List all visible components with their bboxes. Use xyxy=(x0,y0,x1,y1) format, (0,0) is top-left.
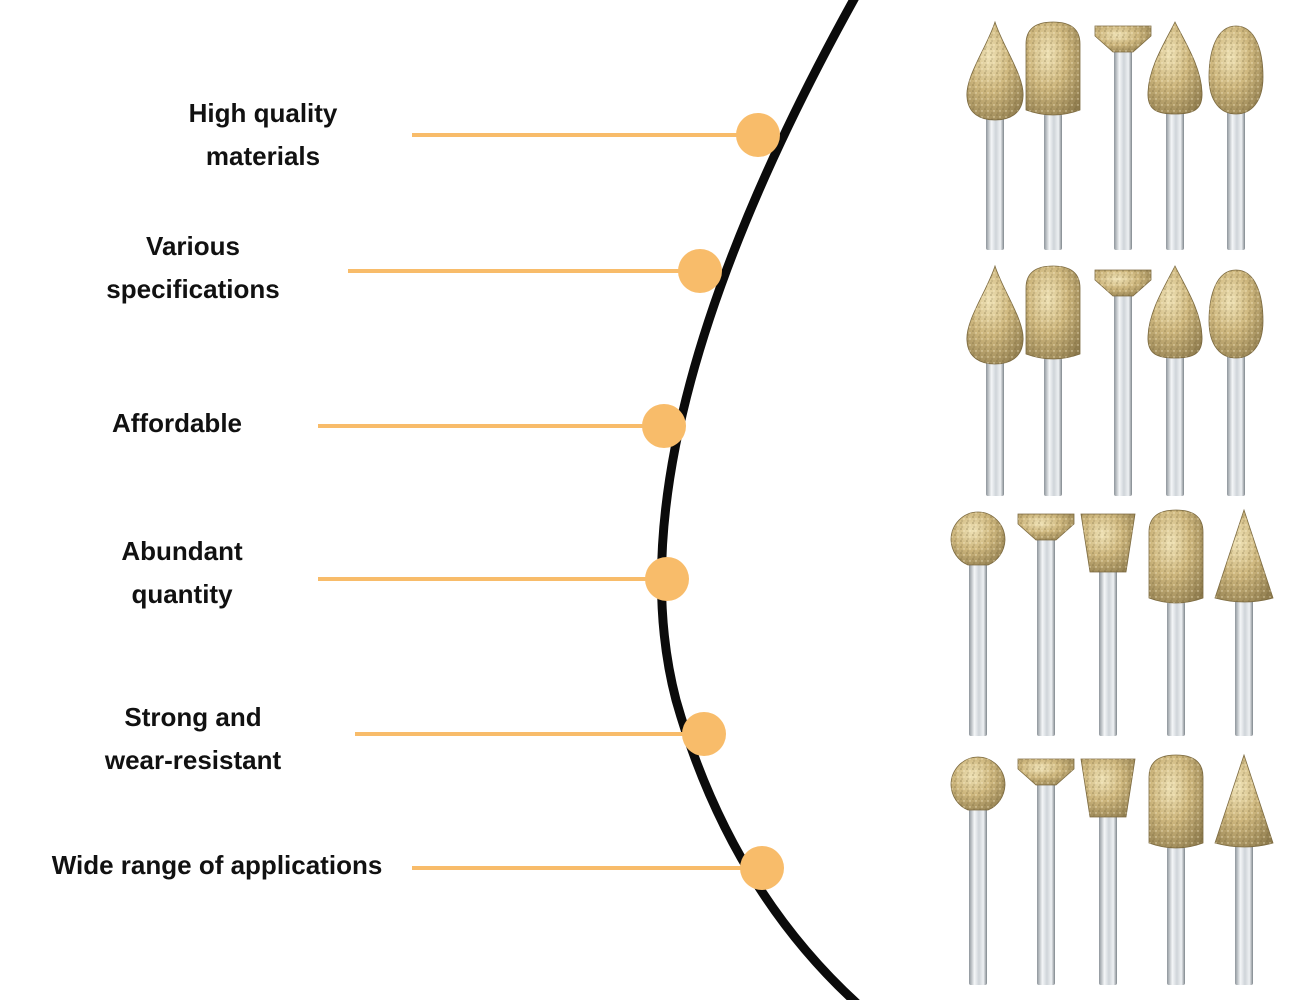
feature-label-line: High quality xyxy=(188,98,338,128)
burr-head-texture xyxy=(1209,270,1263,358)
connector-dot xyxy=(740,846,784,890)
feature-label: Abundant quantity xyxy=(0,530,402,616)
burr-shank xyxy=(1044,358,1062,496)
burr-bit-taper xyxy=(1080,758,1136,985)
connector-dot xyxy=(642,404,686,448)
connector-dot xyxy=(678,249,722,293)
burr-bit-taper xyxy=(1080,513,1136,736)
burr-shank xyxy=(1037,781,1055,985)
burr-shank xyxy=(1235,845,1253,985)
burr-bit-flame xyxy=(1147,265,1203,496)
burr-head-texture xyxy=(1081,514,1135,572)
burr-bit-egg xyxy=(1208,269,1264,496)
burr-shank xyxy=(1227,354,1245,496)
burr-bit-cylinder xyxy=(1148,754,1204,985)
divider-arc xyxy=(656,0,860,1000)
burr-shank xyxy=(1114,292,1132,496)
burr-head-texture xyxy=(1026,22,1080,115)
burr-shank xyxy=(1166,354,1184,496)
feature-connector xyxy=(348,249,722,293)
burr-head-texture xyxy=(1095,26,1151,52)
burr-head-texture xyxy=(1018,759,1074,785)
burr-shank xyxy=(1167,602,1185,736)
burr-head-texture xyxy=(966,266,1024,364)
feature-label-line: Various xyxy=(146,231,240,261)
burr-bit-flame xyxy=(1147,21,1203,250)
feature-connector xyxy=(318,557,689,601)
feature-connector xyxy=(412,846,784,890)
product-image xyxy=(950,20,1274,985)
burr-bit-teardrop xyxy=(966,264,1024,496)
burr-shank xyxy=(1227,110,1245,250)
feature-label-line: wear-resistant xyxy=(104,745,282,775)
burr-shank xyxy=(1099,813,1117,985)
burr-bit-cylinder xyxy=(1148,509,1204,736)
burr-bit-cylinder xyxy=(1025,265,1081,496)
burr-shank xyxy=(1099,568,1117,736)
burr-head-texture xyxy=(1081,759,1135,817)
burr-shank xyxy=(969,561,987,736)
burr-head-texture xyxy=(1215,510,1273,602)
burr-head-texture xyxy=(1026,266,1080,359)
burr-bit-inverted-cone xyxy=(1017,758,1075,985)
burr-bit-ball xyxy=(950,511,1006,736)
feature-connector xyxy=(412,113,780,157)
burr-bit-cone xyxy=(1214,753,1274,985)
burr-shank xyxy=(1037,536,1055,736)
feature-label-line: Wide range of applications xyxy=(51,850,383,880)
burr-shank xyxy=(1235,600,1253,736)
burr-head-texture xyxy=(1209,26,1263,114)
feature-connector xyxy=(318,404,686,448)
feature-label-line: materials xyxy=(205,141,321,171)
burr-shank xyxy=(1166,110,1184,250)
feature-label: Wide range of applications xyxy=(0,844,437,887)
feature-label-line: quantity xyxy=(131,579,233,609)
burr-head-texture xyxy=(1147,266,1203,358)
burr-bit-cylinder xyxy=(1025,21,1081,250)
burr-shank xyxy=(1044,114,1062,250)
feature-label: Strong and wear-resistant xyxy=(0,696,413,782)
burr-shank xyxy=(1167,847,1185,985)
feature-connector xyxy=(355,712,726,756)
connector-dot xyxy=(682,712,726,756)
burr-head-texture xyxy=(966,22,1024,120)
burr-head-texture xyxy=(951,512,1005,565)
connector-dot xyxy=(645,557,689,601)
feature-label-line: Affordable xyxy=(112,408,242,438)
burr-bit-inverted-cone xyxy=(1017,513,1075,736)
burr-bit-inverted-cone xyxy=(1094,269,1152,496)
feature-label-line: Strong and xyxy=(124,702,262,732)
burr-head-texture xyxy=(1095,270,1151,296)
burr-head-texture xyxy=(1018,514,1074,540)
burr-shank xyxy=(1114,48,1132,250)
burr-head-texture xyxy=(1147,22,1203,114)
burr-shank xyxy=(986,116,1004,250)
burr-bit-teardrop xyxy=(966,20,1024,250)
feature-label: High quality materials xyxy=(43,92,483,178)
feature-label-line: Abundant xyxy=(121,536,243,566)
burr-bit-egg xyxy=(1208,25,1264,250)
connector-dot xyxy=(736,113,780,157)
burr-head-texture xyxy=(951,757,1005,810)
burr-bit-cone xyxy=(1214,508,1274,736)
burr-shank xyxy=(986,360,1004,496)
feature-label: Various specifications xyxy=(0,225,413,311)
burr-bit-inverted-cone xyxy=(1094,25,1152,250)
burr-bit-ball xyxy=(950,756,1006,985)
burr-head-texture xyxy=(1215,755,1273,847)
burr-head-texture xyxy=(1149,755,1203,848)
burr-shank xyxy=(969,806,987,985)
burr-head-texture xyxy=(1149,510,1203,603)
feature-label-line: specifications xyxy=(106,274,280,304)
connectors xyxy=(318,113,784,890)
feature-label: Affordable xyxy=(0,402,397,445)
